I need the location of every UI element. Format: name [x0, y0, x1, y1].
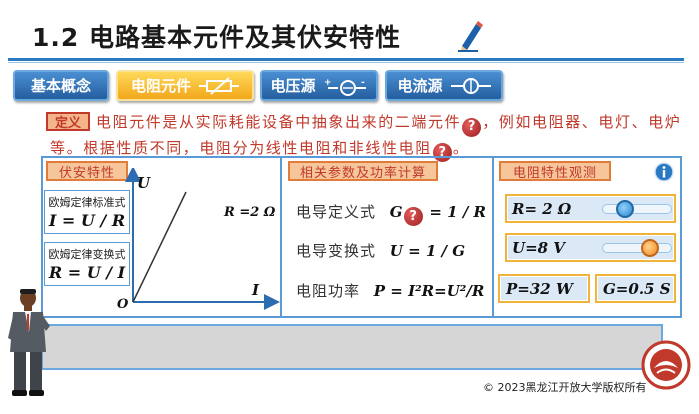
- content-frame: [41, 156, 682, 318]
- divider: [492, 156, 494, 318]
- subtitle-bar: [41, 324, 663, 370]
- tab-label: 电阻元件: [130, 77, 191, 95]
- definition-part1: 电阻元件是从实际耗能设备中抽象出来的二端元件: [96, 113, 462, 131]
- svg-text:+: +: [324, 78, 332, 88]
- formula-label: 电阻功率: [296, 282, 361, 300]
- law-caption: 欧姆定律标准式: [48, 196, 126, 209]
- conductance-transform: 电导变换式 U = 1 / G: [296, 240, 465, 261]
- vi-characteristic-graph: [125, 168, 280, 310]
- tab-basic-concepts[interactable]: 基本概念: [13, 70, 109, 101]
- conductance-value-label: G=0.5 S: [603, 280, 671, 298]
- university-seal-logo: [641, 340, 691, 390]
- svg-text:-: -: [361, 78, 365, 88]
- resistance-control: R= 2 Ω: [505, 194, 676, 223]
- voltage-source-icon: + -: [324, 78, 366, 96]
- power-value-label: P=32 W: [506, 280, 573, 298]
- resistor-power: 电阻功率 P = I²R=U²/R: [296, 280, 484, 301]
- ohm-law-transform-box: 欧姆定律变换式 R = U / I: [44, 242, 130, 286]
- line-resistance-label: R =2 Ω: [224, 205, 276, 220]
- axis-label-u: U: [137, 174, 151, 192]
- formula-variable: G: [389, 203, 403, 221]
- help-icon[interactable]: ?: [462, 117, 482, 137]
- definition-badge: 定义: [46, 112, 90, 131]
- formula-equation: = 1 / R: [429, 203, 487, 221]
- power-readout: P=32 W: [498, 274, 590, 303]
- conductance-definition: 电导定义式 G? = 1 / R: [296, 201, 486, 226]
- definition-part3: 。: [452, 138, 470, 157]
- formula-equation: U = 1 / G: [389, 242, 466, 260]
- voltage-control: U=8 V: [505, 233, 676, 262]
- ohm-law-standard-box: 欧姆定律标准式 I = U / R: [44, 190, 130, 234]
- axis-label-i: I: [252, 281, 260, 299]
- resistance-slider-track[interactable]: [602, 204, 672, 214]
- formula-label: 电导定义式: [296, 203, 377, 221]
- formula-label: 电导变换式: [296, 242, 377, 260]
- resistor-symbol-icon: [199, 76, 239, 95]
- current-source-icon: [450, 77, 491, 94]
- help-icon[interactable]: ?: [403, 207, 423, 226]
- vi-section-title: 伏安特性: [46, 161, 128, 181]
- copyright-text: © 2023黑龙江开放大学版权所有: [483, 381, 647, 394]
- resistance-slider-handle[interactable]: [616, 200, 634, 218]
- voltage-slider-handle[interactable]: [641, 239, 659, 257]
- conductance-readout: G=0.5 S: [595, 274, 676, 303]
- info-icon[interactable]: [654, 162, 674, 182]
- divider: [280, 156, 282, 318]
- tab-label: 电压源: [270, 77, 316, 95]
- title-rule: [8, 58, 684, 61]
- voltage-value-label: U=8 V: [512, 239, 565, 257]
- tab-voltage-source[interactable]: 电压源 + -: [260, 70, 378, 101]
- pencil-icon: [458, 21, 483, 52]
- tab-resistor[interactable]: 电阻元件: [116, 70, 254, 101]
- page-title: 1.2 电路基本元件及其伏安特性: [32, 23, 401, 52]
- resistance-value-label: R= 2 Ω: [512, 200, 572, 218]
- presenter-avatar: [8, 289, 50, 396]
- definition-text: 电阻元件是从实际耗能设备中抽象出来的二端元件?，例如电阻器、电灯、电炉等。根据性…: [50, 111, 682, 162]
- law-equation: R = U / I: [48, 263, 126, 282]
- tab-current-source[interactable]: 电流源: [385, 70, 503, 101]
- observe-section-title: 电阻特性观测: [499, 161, 611, 181]
- definition-part2: ，例如电阻器、电灯、电炉等。根据性质不同，电阻分为线性电阻和非线性电阻: [50, 113, 682, 157]
- law-caption: 欧姆定律变换式: [48, 248, 126, 261]
- title-rule-thin: [8, 62, 684, 63]
- origin-label: O: [117, 297, 129, 312]
- law-equation: I = U / R: [48, 211, 126, 230]
- formula-equation: P = I²R=U²/R: [373, 282, 485, 300]
- vi-line: [132, 191, 187, 303]
- tab-label: 基本概念: [30, 77, 91, 95]
- params-section-title: 相关参数及功率计算: [288, 161, 438, 181]
- voltage-slider-track[interactable]: [602, 243, 672, 253]
- tab-label: 电流源: [397, 77, 443, 95]
